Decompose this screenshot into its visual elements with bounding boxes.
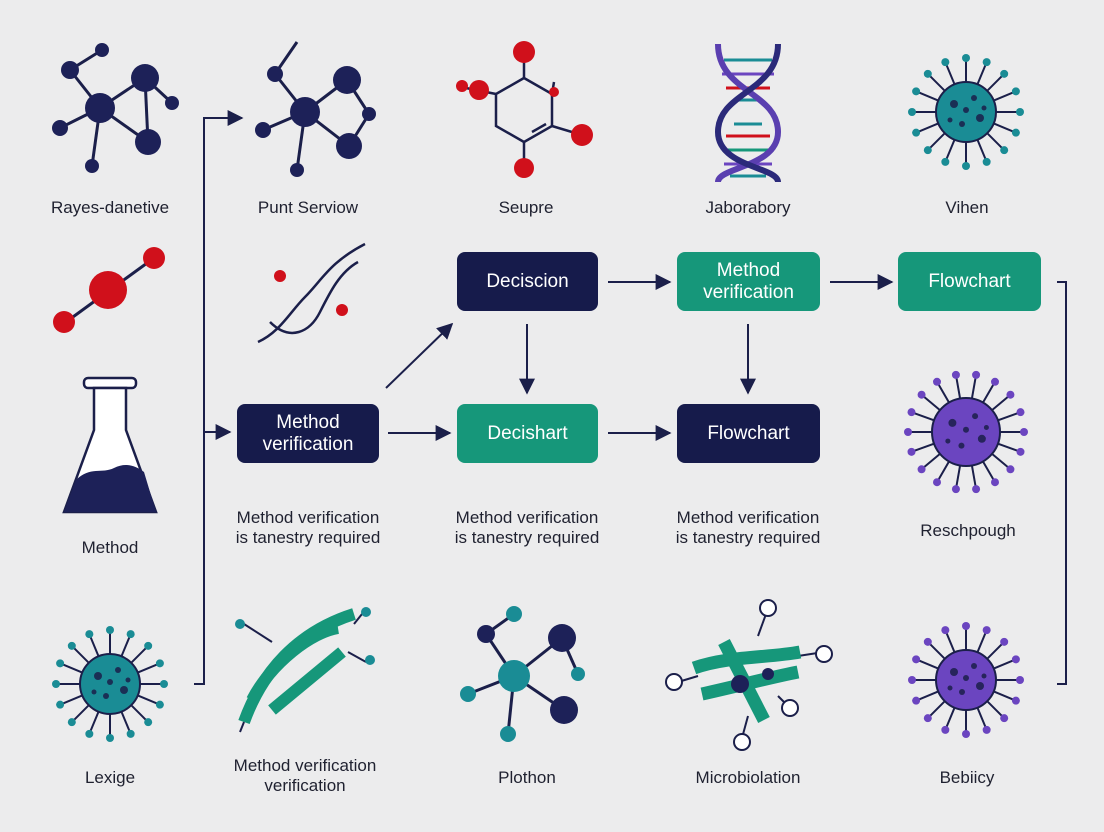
caption-line: Method verification: [455, 508, 599, 527]
bracket-arrow-top: [194, 110, 244, 685]
virus-icon: [908, 54, 1024, 170]
label-bebiicy: Bebiicy: [939, 768, 995, 787]
molecule-icon: [52, 43, 179, 173]
dna-helix-icon: [714, 43, 782, 184]
decision-box[interactable]: Deciscion: [457, 252, 598, 311]
molecule-icon: [460, 606, 585, 742]
flowchart-box-top[interactable]: Flowchart: [898, 252, 1041, 311]
connector-lines: [194, 110, 1067, 685]
label-vihen: Vihen: [945, 198, 989, 217]
label-line: verification: [264, 776, 346, 795]
protein-ribbon-icon: [235, 607, 375, 733]
box-label: verification: [262, 433, 354, 455]
label-jaborabory: Jaborabory: [705, 198, 791, 217]
caption-1: Method verification is tanestry required: [208, 508, 408, 548]
caption-line: is tanestry required: [235, 528, 381, 547]
molecule-icon: [255, 41, 376, 177]
caption-line: is tanestry required: [675, 528, 821, 547]
method-verification-box-left[interactable]: Method verification: [237, 404, 379, 463]
arrow-to-decision: [385, 322, 454, 389]
flowchart-box-mid[interactable]: Flowchart: [677, 404, 820, 463]
caption-3: Method verification is tanestry required: [648, 508, 848, 548]
caption-line: is tanestry required: [454, 528, 600, 547]
label-microbiolation: Microbiolation: [695, 768, 801, 787]
label-line: Method verification: [233, 756, 377, 775]
box-label: Decishart: [487, 422, 568, 444]
label-method: Method: [81, 538, 139, 557]
label-rayes-danetive: Rayes-danetive: [50, 198, 170, 217]
label-seupre: Seupre: [498, 198, 554, 217]
label-lexige: Lexige: [84, 768, 136, 787]
microbe-ribbon-icon: [665, 599, 833, 751]
label-method-verification-bottom: Method verification verification: [205, 756, 405, 796]
label-reschpough: Reschpough: [920, 521, 1016, 540]
caption-line: Method verification: [236, 508, 380, 527]
box-label: Deciscion: [486, 270, 569, 292]
label-plothon: Plothon: [498, 768, 556, 787]
virus-icon: [904, 370, 1028, 494]
caption-line: Method verification: [676, 508, 820, 527]
caption-2: Method verification is tanestry required: [427, 508, 627, 548]
label-punt-serviow: Punt Serviow: [257, 198, 359, 217]
chemical-ring-icon: [456, 41, 593, 178]
virus-icon: [908, 622, 1024, 738]
box-label: verification: [703, 281, 794, 303]
wavy-strand-icon: [257, 242, 366, 344]
method-verification-box-top[interactable]: Method verification: [677, 252, 820, 311]
flask-icon: [62, 376, 158, 514]
right-bracket: [1057, 281, 1067, 685]
box-label: Flowchart: [928, 270, 1011, 292]
box-label: Method: [276, 411, 340, 433]
virus-icon: [52, 626, 168, 742]
box-label: Flowchart: [707, 422, 790, 444]
box-label: Method: [716, 259, 781, 281]
decishart-box[interactable]: Decishart: [457, 404, 598, 463]
diatomic-molecule-icon: [53, 247, 165, 333]
